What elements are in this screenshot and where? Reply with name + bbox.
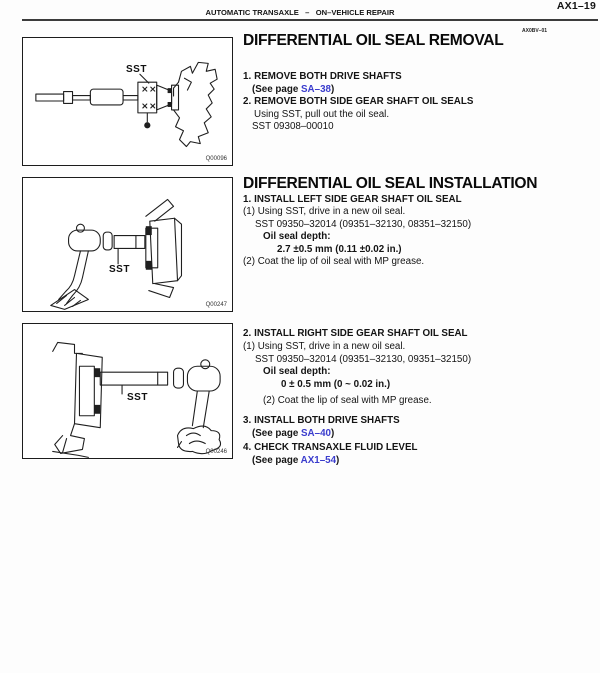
install-step-4: 4.CHECK TRANSAXLE FLUID LEVEL	[243, 442, 417, 453]
install-step-1-sst: SST 09350–32014 (09351–32130, 08351–3215…	[255, 219, 472, 230]
ref-prefix: (See page	[252, 84, 302, 95]
removal-step-2-note: Using SST, pull out the oil seal.	[254, 109, 390, 120]
install-step-3: 3.INSTALL BOTH DRIVE SHAFTS	[243, 415, 400, 426]
install-step-4-ref: (See page AX1–54)	[252, 455, 339, 466]
removal-step-2: 2.REMOVE BOTH SIDE GEAR SHAFT OIL SEALS	[243, 96, 473, 107]
page-number: AX1–19	[556, 0, 596, 12]
step-label: REMOVE BOTH SIDE GEAR SHAFT OIL SEALS	[254, 96, 474, 107]
install-step-1-depth-label: Oil seal depth:	[263, 231, 331, 242]
page-link-sa-38[interactable]: SA–38	[301, 84, 331, 95]
sst-callout-label: SST	[126, 64, 147, 75]
ref-suffix: )	[330, 428, 335, 439]
install-step-2-depth-label: Oil seal depth:	[263, 366, 331, 377]
section-title-installation: DIFFERENTIAL OIL SEAL INSTALLATION	[243, 175, 538, 192]
removal-step-1-ref: (See page SA–38)	[252, 84, 334, 95]
hammer-seal-driver-illustration	[50, 198, 183, 310]
install-step-2: 2.INSTALL RIGHT SIDE GEAR SHAFT OIL SEAL	[243, 328, 468, 339]
ref-prefix: (See page	[252, 428, 302, 439]
figure-code: Q00247	[205, 302, 227, 308]
install-step-1-sub1: (1) Using SST, drive in a new oil seal.	[243, 206, 406, 217]
hammer-seal-driver-illustration	[52, 341, 222, 458]
step-label: INSTALL RIGHT SIDE GEAR SHAFT OIL SEAL	[254, 328, 468, 339]
install-step-2-sst: SST 09350–32014 (09351–32130, 09351–3215…	[255, 354, 472, 365]
figure-seal-removal: SST Q00096	[22, 37, 233, 166]
header-rule	[22, 19, 598, 21]
figure-code: Q00246	[205, 449, 227, 455]
step-number: 4.	[243, 442, 252, 453]
figure-right-seal-install: SST Q00246	[22, 323, 233, 459]
page-link-ax1-54[interactable]: AX1–54	[300, 455, 337, 466]
step-label: REMOVE BOTH DRIVE SHAFTS	[254, 71, 402, 82]
sst-callout-label: SST	[127, 392, 148, 403]
slide-hammer-puller-illustration	[35, 61, 218, 148]
section-title-removal: DIFFERENTIAL OIL SEAL REMOVAL	[243, 32, 504, 49]
step-number: 2.	[243, 96, 252, 107]
step-number: 1.	[243, 71, 252, 82]
step-number: 2.	[243, 328, 252, 339]
step-number: 1.	[243, 194, 252, 205]
sst-callout-label: SST	[109, 264, 130, 275]
install-step-2-sub2: (2) Coat the lip of seal with MP grease.	[263, 395, 432, 406]
ref-suffix: )	[330, 84, 335, 95]
removal-step-2-sst: SST 09308–00010	[252, 121, 334, 132]
section-title-code: AX0BV–01	[522, 28, 548, 34]
page-link-sa-40[interactable]: SA–40	[301, 428, 331, 439]
running-header: AUTOMATIC TRANSAXLE – ON–VEHICLE REPAIR	[205, 8, 395, 17]
ref-suffix: )	[336, 455, 340, 466]
install-step-2-depth-value: 0 ± 0.5 mm (0 ~ 0.02 in.)	[281, 379, 391, 390]
step-number: 3.	[243, 415, 252, 426]
step-label: INSTALL BOTH DRIVE SHAFTS	[254, 415, 400, 426]
figure-code: Q00096	[205, 156, 227, 162]
figure-left-seal-install: SST Q00247	[22, 177, 233, 312]
step-label: CHECK TRANSAXLE FLUID LEVEL	[254, 442, 418, 453]
removal-step-1: 1.REMOVE BOTH DRIVE SHAFTS	[243, 71, 402, 82]
install-step-1-sub2: (2) Coat the lip of oil seal with MP gre…	[243, 256, 425, 267]
install-step-1-depth-value: 2.7 ±0.5 mm (0.11 ±0.02 in.)	[277, 244, 402, 255]
install-step-1: 1.INSTALL LEFT SIDE GEAR SHAFT OIL SEAL	[243, 194, 462, 205]
install-step-2-sub1: (1) Using SST, drive in a new oil seal.	[243, 341, 406, 352]
step-label: INSTALL LEFT SIDE GEAR SHAFT OIL SEAL	[254, 194, 462, 205]
ref-prefix: (See page	[252, 455, 301, 466]
install-step-3-ref: (See page SA–40)	[252, 428, 334, 439]
